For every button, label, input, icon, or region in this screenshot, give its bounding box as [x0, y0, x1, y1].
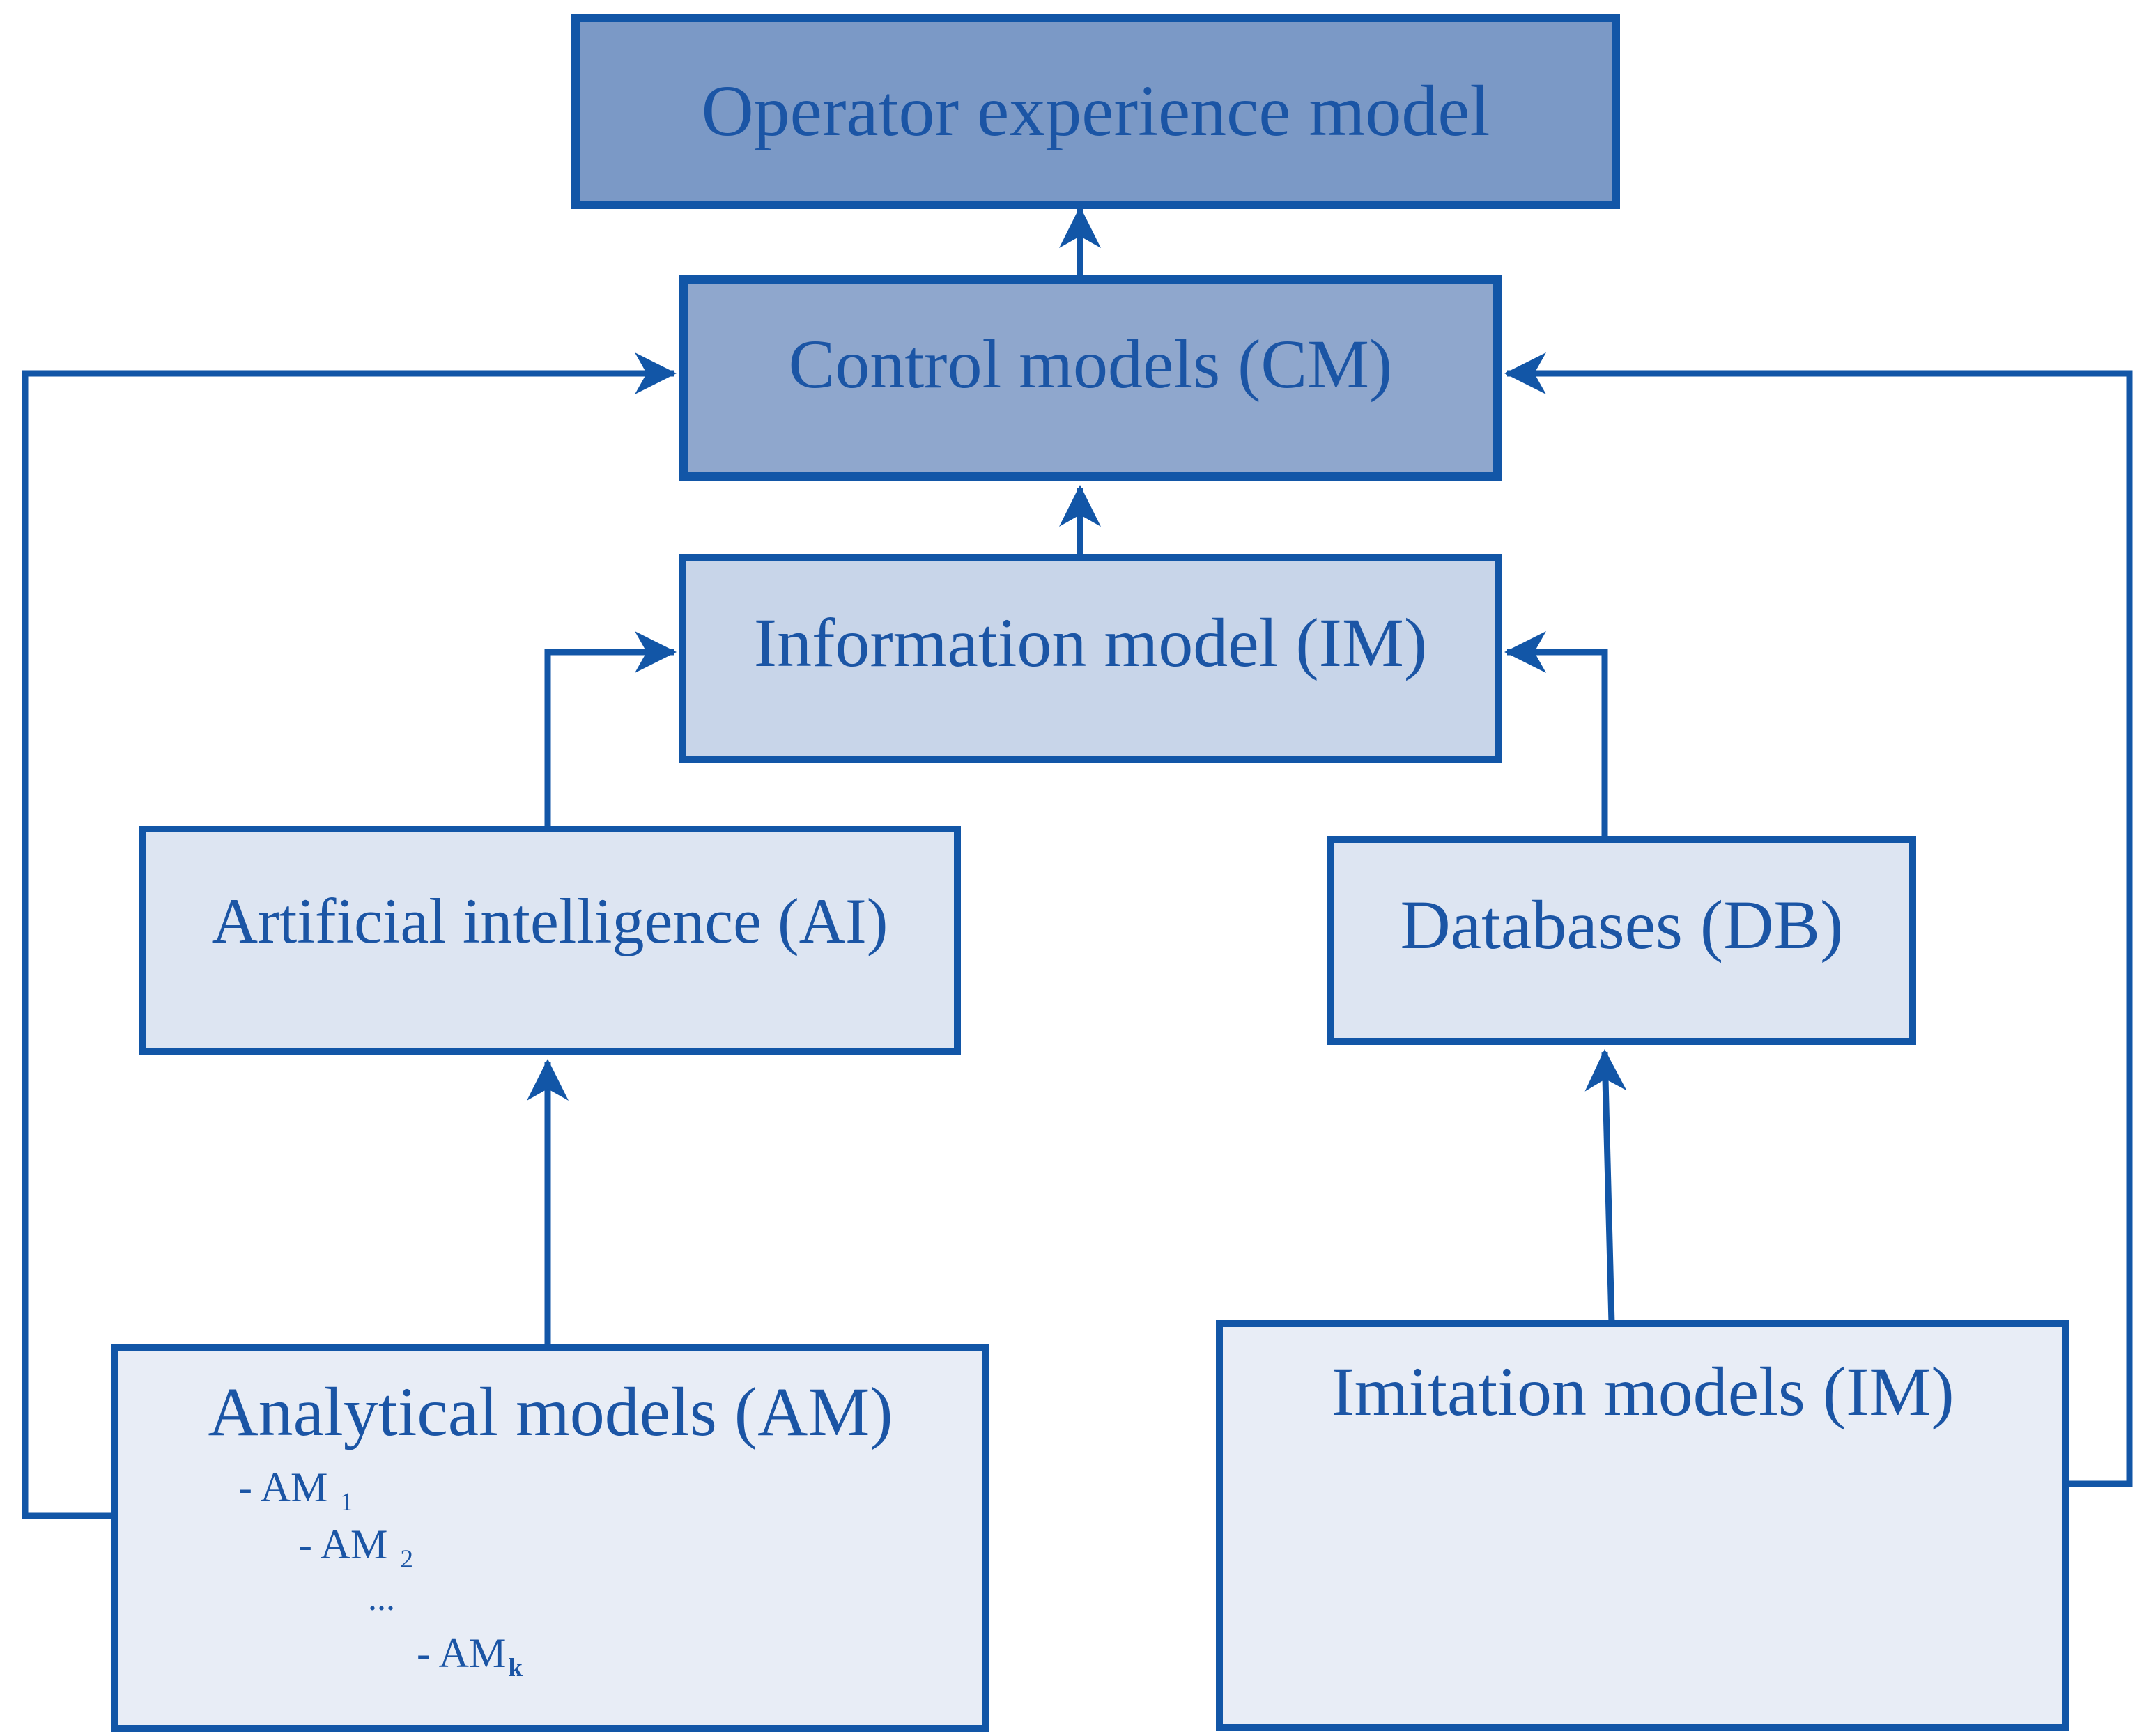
node-control-models: Control models (CM)	[679, 275, 1502, 481]
edge-imitation-to-db	[1584, 1049, 1627, 1324]
list-item-ellipsis: ...	[368, 1581, 982, 1617]
list-item-subscript: 2	[400, 1545, 413, 1574]
list-item-text: ...	[368, 1579, 395, 1618]
list-item-subscript: k	[508, 1654, 523, 1682]
node-databases: Databases (DB)	[1327, 836, 1916, 1045]
list-item-text: - AM	[298, 1521, 388, 1567]
list-item-text: - AM	[417, 1630, 507, 1676]
edge-db-to-information	[1504, 631, 1608, 840]
node-analytical-models: Analytical models (AM) - AM 1 - AM 2 ... -…	[111, 1344, 989, 1732]
control-models-label: Control models (CM)	[788, 325, 1393, 403]
list-item-text: - AM	[238, 1464, 328, 1510]
list-item-subscript: 1	[340, 1488, 353, 1517]
analytical-models-label: Analytical models (AM)	[208, 1373, 893, 1450]
artificial-intelligence-label: Artificial intelligence (AI)	[211, 885, 888, 957]
node-operator-experience-model: Operator experience model	[571, 14, 1620, 209]
databases-label: Databases (DB)	[1400, 886, 1844, 963]
list-item-am1: - AM 1	[238, 1464, 982, 1515]
node-imitation-models: Imitation models (IM)	[1216, 1320, 2069, 1731]
node-artificial-intelligence: Artificial intelligence (AI)	[139, 826, 961, 1055]
imitation-models-label: Imitation models (IM)	[1331, 1353, 1954, 1430]
operator-experience-model-label: Operator experience model	[701, 71, 1490, 152]
edge-ai-to-information	[544, 631, 677, 830]
list-item-am2: - AM 2	[298, 1521, 982, 1572]
information-model-label: Information model (IM)	[753, 604, 1428, 681]
node-information-model: Information model (IM)	[679, 554, 1502, 763]
list-item-amk: - AMk	[417, 1630, 982, 1681]
